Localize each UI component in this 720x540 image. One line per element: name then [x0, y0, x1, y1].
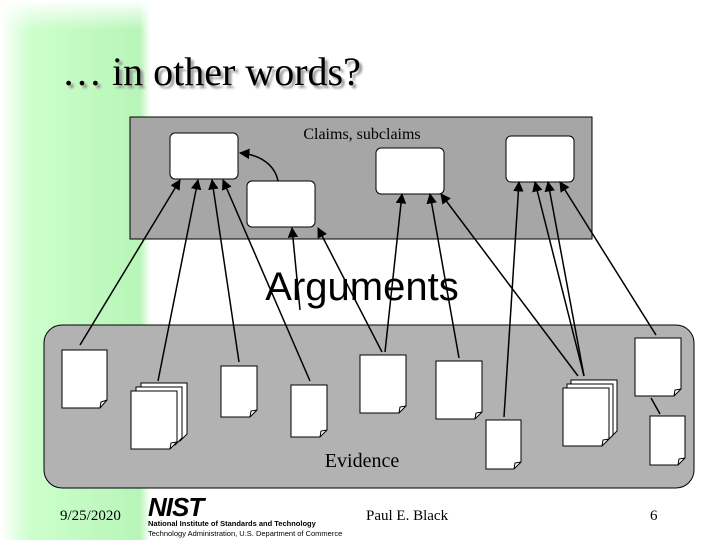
nist-logo: NIST National Institute of Standards and…	[146, 492, 342, 540]
claim-box	[505, 135, 575, 183]
evidence-document	[359, 354, 407, 414]
evidence-document-stack	[562, 379, 618, 447]
claims-label: Claims, subclaims	[303, 126, 420, 143]
claim-box	[169, 132, 239, 180]
claim-box	[375, 147, 445, 195]
evidence-document	[61, 349, 108, 409]
evidence-document	[485, 419, 522, 470]
nist-logo-mark: NIST	[148, 492, 204, 522]
arguments-label: Arguments	[265, 265, 458, 309]
evidence-document	[220, 365, 258, 418]
evidence-document	[634, 337, 682, 397]
evidence-document-stack	[130, 382, 188, 450]
page-number: 6	[650, 508, 658, 524]
subclaim-box	[246, 180, 316, 228]
evidence-document	[290, 384, 328, 438]
evidence-document	[435, 360, 483, 420]
footer-author: Paul E. Black	[366, 508, 449, 524]
evidence-label: Evidence	[325, 450, 400, 472]
nist-logo-line1: National Institute of Standards and Tech…	[148, 519, 316, 528]
evidence-document	[649, 415, 686, 466]
argument-arrows	[79, 178, 661, 418]
slide-title: … in other words?	[62, 49, 361, 94]
nist-logo-line2: Technology Administration, U.S. Departme…	[148, 529, 343, 538]
green-band-fade	[0, 0, 720, 30]
subclaim-support-arrow	[238, 148, 279, 182]
footer-date: 9/25/2020	[60, 508, 121, 524]
